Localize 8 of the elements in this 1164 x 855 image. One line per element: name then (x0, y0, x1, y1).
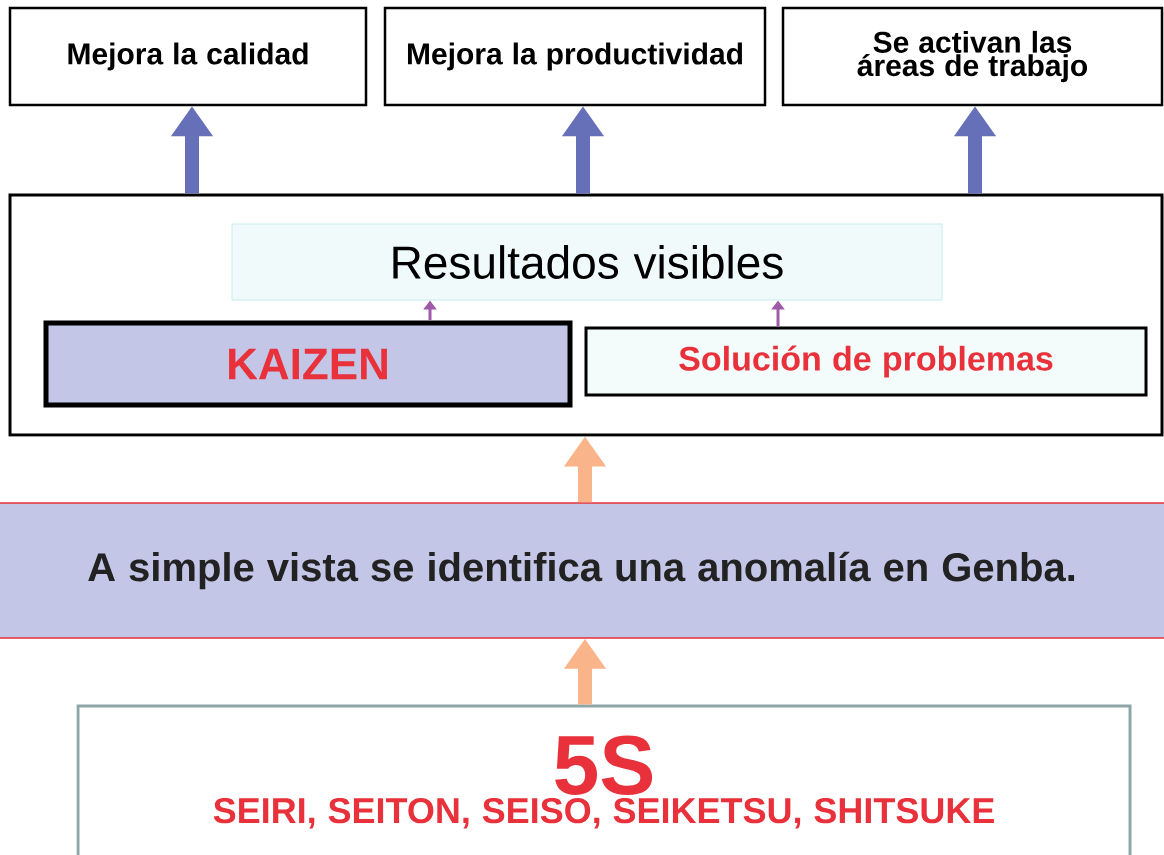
highlight-band: A simple vista se identifica una anomalía en Genba. (0, 502, 1164, 639)
kaizen-box: KAIZEN (43, 320, 573, 408)
outcome-box: Mejora la productividad (383, 6, 767, 107)
foundation-box: 5S SEIRI, SEITON, SEISO, SEIKETSU, SHITSUKE (76, 704, 1132, 855)
outcome-box: Mejora la calidad (8, 6, 368, 107)
outcome-box: Se activan las áreas de trabajo (781, 6, 1164, 107)
solution-box: Solución de problemas (584, 326, 1148, 397)
result-box: Resultados visibles (231, 223, 943, 301)
